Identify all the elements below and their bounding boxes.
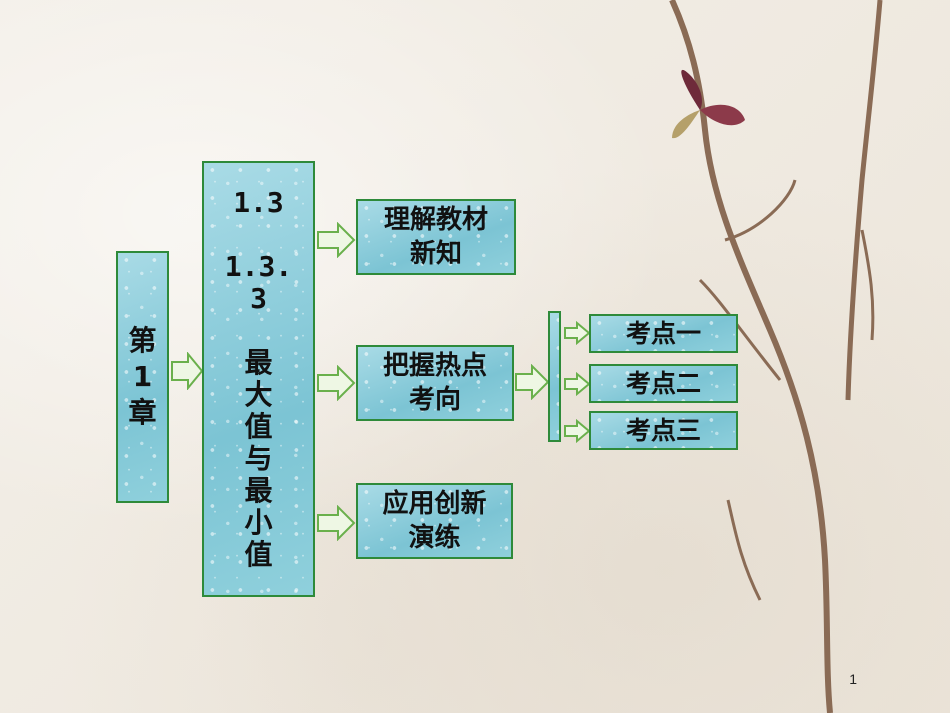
- bracket-bar: [548, 311, 561, 442]
- chapter-box: 第 1 章: [116, 251, 169, 503]
- subtopic-box[interactable]: 考点二: [589, 364, 738, 403]
- arrow-right-icon: [317, 222, 356, 258]
- topic-box[interactable]: 理解教材 新知: [356, 199, 516, 275]
- page-number: 1: [849, 671, 857, 687]
- subtopic-label: 考点三: [625, 415, 701, 445]
- butterfly-icon: [672, 69, 745, 139]
- arrow-right-icon: [515, 364, 550, 400]
- section-box: 1.3 1.3. 3 最 大 值 与 最 小 值: [202, 161, 315, 597]
- topic-box[interactable]: 把握热点 考向: [356, 345, 514, 421]
- chapter-label: 第 1 章: [128, 324, 157, 429]
- topic-label: 应用创新 演练: [382, 489, 487, 553]
- arrow-right-icon: [317, 505, 356, 541]
- subtopic-box[interactable]: 考点一: [589, 314, 738, 353]
- topic-box[interactable]: 应用创新 演练: [356, 483, 513, 559]
- arrow-right-icon: [564, 321, 591, 345]
- subtopic-label: 考点二: [625, 368, 701, 398]
- arrow-right-icon: [564, 372, 591, 396]
- arrow-right-icon: [171, 352, 204, 390]
- section-label: 1.3 1.3. 3 最 大 值 与 最 小 值: [224, 186, 293, 571]
- arrow-right-icon: [564, 419, 591, 443]
- topic-label: 理解教材 新知: [383, 205, 488, 269]
- subtopic-box[interactable]: 考点三: [589, 411, 738, 450]
- topic-label: 把握热点 考向: [382, 351, 487, 415]
- subtopic-label: 考点一: [625, 318, 701, 348]
- arrow-right-icon: [317, 365, 356, 401]
